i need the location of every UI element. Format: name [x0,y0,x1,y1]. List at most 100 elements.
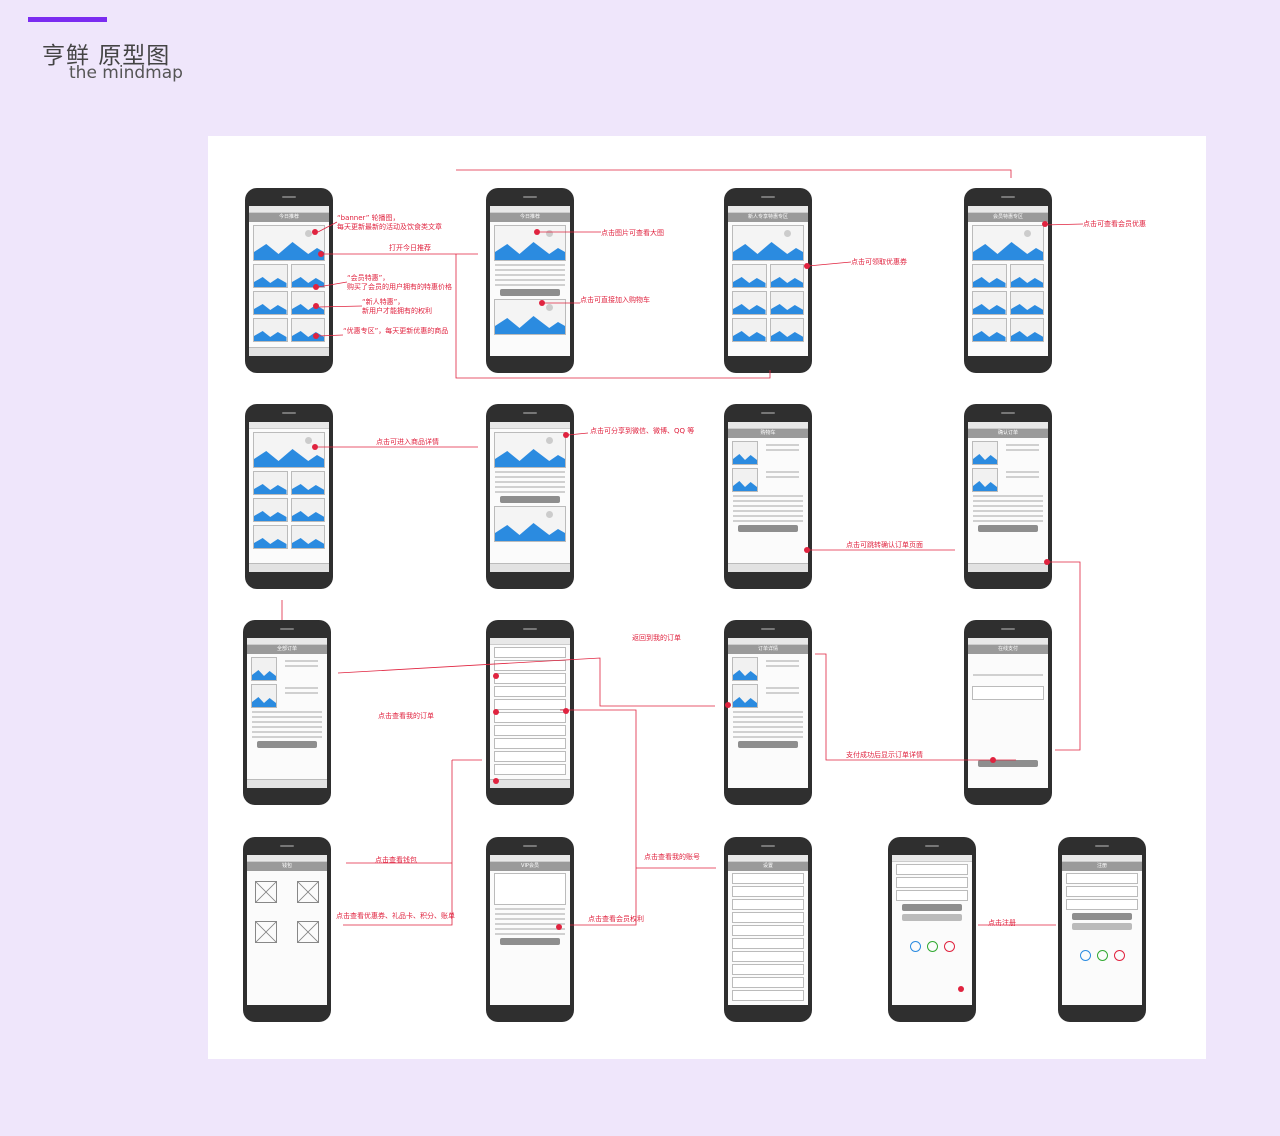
image-placeholder[interactable] [494,432,566,468]
order-item-row[interactable] [972,468,1044,492]
order-item-row[interactable] [251,657,323,681]
product-tile[interactable] [290,318,325,342]
list-item[interactable] [494,738,566,749]
tab-bar[interactable] [490,563,570,572]
order-item-row[interactable] [251,684,323,708]
product-tile[interactable] [972,264,1007,288]
product-tile[interactable] [972,291,1007,315]
image-placeholder[interactable] [253,432,325,468]
product-tile[interactable] [769,318,804,342]
product-tile[interactable] [253,291,288,315]
phone-login [888,837,976,1022]
product-tile[interactable] [290,471,325,495]
add-to-cart-button[interactable] [500,289,560,296]
weibo-icon[interactable] [1113,950,1125,961]
product-tile[interactable] [732,264,767,288]
image-placeholder[interactable] [972,225,1044,261]
image-placeholder[interactable] [494,225,566,261]
form-field[interactable] [1066,899,1138,910]
product-tile[interactable] [769,291,804,315]
submit-button[interactable] [1072,913,1132,920]
wallet-entry[interactable] [297,881,319,903]
tab-bar[interactable] [249,563,329,572]
list-item[interactable] [732,899,804,910]
product-tile[interactable] [290,291,325,315]
qq-icon[interactable] [909,941,921,952]
product-tile[interactable] [290,525,325,549]
phone-screen [490,638,570,788]
product-tile[interactable] [1009,318,1044,342]
product-tile[interactable] [253,264,288,288]
secondary-button[interactable] [902,914,962,921]
image-placeholder[interactable] [253,225,325,261]
list-item[interactable] [732,964,804,975]
list-item[interactable] [494,673,566,684]
list-item[interactable] [732,990,804,1001]
password-input[interactable] [972,686,1044,700]
image-placeholder[interactable] [732,225,804,261]
product-tile[interactable] [253,498,288,522]
list-item[interactable] [732,925,804,936]
form-field[interactable] [896,890,968,901]
wechat-icon[interactable] [1096,950,1108,961]
tab-bar[interactable] [249,347,329,356]
image-placeholder[interactable] [494,506,566,542]
weibo-icon[interactable] [943,941,955,952]
wallet-entry[interactable] [255,921,277,943]
product-tile[interactable] [1009,264,1044,288]
form-field[interactable] [1066,873,1138,884]
checkout-button[interactable] [738,741,798,748]
product-tile[interactable] [732,291,767,315]
product-tile[interactable] [972,318,1007,342]
form-field[interactable] [1066,886,1138,897]
list-item[interactable] [494,712,566,723]
order-item-row[interactable] [972,441,1044,465]
list-item[interactable] [732,977,804,988]
checkout-button[interactable] [738,525,798,532]
product-tile[interactable] [769,264,804,288]
tab-bar[interactable] [968,563,1048,572]
checkout-button[interactable] [978,525,1038,532]
add-to-cart-button[interactable] [500,496,560,503]
product-tile[interactable] [253,471,288,495]
tab-bar[interactable] [728,563,808,572]
join-vip-button[interactable] [500,938,560,945]
product-tile[interactable] [732,318,767,342]
order-item-row[interactable] [732,684,804,708]
order-item-row[interactable] [732,441,804,465]
list-item[interactable] [494,764,566,775]
wechat-icon[interactable] [926,941,938,952]
list-item[interactable] [732,873,804,884]
tab-bar[interactable] [247,779,327,788]
form-field[interactable] [896,864,968,875]
product-tile[interactable] [1009,291,1044,315]
list-item[interactable] [732,912,804,923]
submit-button[interactable] [902,904,962,911]
wallet-entry[interactable] [255,881,277,903]
form-field[interactable] [896,877,968,888]
list-item[interactable] [732,938,804,949]
list-item[interactable] [494,686,566,697]
list-item[interactable] [732,951,804,962]
tab-bar[interactable] [490,779,570,788]
product-tile[interactable] [290,498,325,522]
order-item-row[interactable] [732,468,804,492]
product-tile[interactable] [290,264,325,288]
product-tile[interactable] [253,318,288,342]
list-item[interactable] [494,751,566,762]
wallet-entry[interactable] [297,921,319,943]
image-placeholder[interactable] [494,299,566,335]
secondary-button[interactable] [1072,923,1132,930]
list-item[interactable] [494,647,566,658]
order-item-row[interactable] [732,657,804,681]
list-item[interactable] [494,699,566,710]
product-tile[interactable] [253,525,288,549]
status-bar [728,638,808,645]
text-placeholder [733,731,803,733]
pay-button[interactable] [978,760,1038,767]
list-item[interactable] [494,725,566,736]
checkout-button[interactable] [257,741,317,748]
list-item[interactable] [494,660,566,671]
list-item[interactable] [732,886,804,897]
qq-icon[interactable] [1079,950,1091,961]
